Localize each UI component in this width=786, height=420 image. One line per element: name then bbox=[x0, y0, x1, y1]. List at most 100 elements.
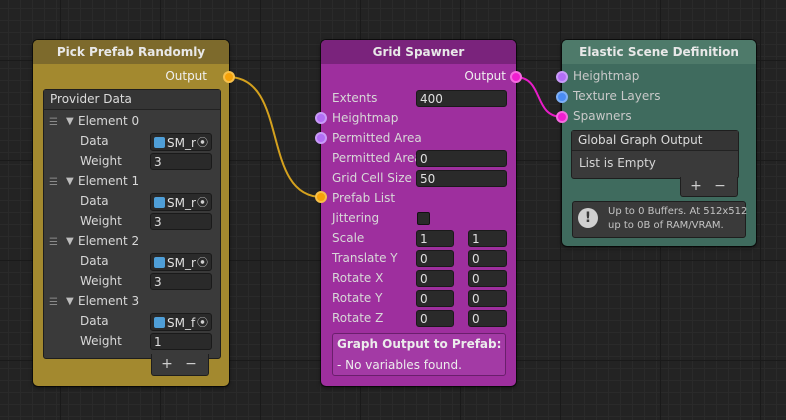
data-object-field[interactable]: SM_r ⦿ bbox=[150, 133, 212, 151]
permitted-area-field[interactable]: 0 bbox=[416, 150, 507, 167]
info-line-2: up to 0B of RAM/VRAM. bbox=[608, 220, 724, 231]
drag-handle-icon[interactable]: ☰ bbox=[49, 237, 58, 248]
translate-y-label: Translate Y bbox=[332, 251, 398, 265]
data-object-field[interactable]: SM_r ⦿ bbox=[150, 253, 212, 271]
list-item[interactable]: ☰ ▼ Element 3 Data SM_f ⦿ Weight 1 bbox=[44, 294, 218, 352]
list-item[interactable]: ☰ ▼ Element 1 Data SM_r ⦿ Weight 3 bbox=[44, 174, 218, 232]
output-label: Output bbox=[165, 69, 207, 83]
grid-cell-size-label: Grid Cell Size bbox=[332, 171, 412, 185]
element-name: Element 3 bbox=[78, 294, 140, 308]
drag-handle-icon[interactable]: ☰ bbox=[49, 117, 58, 128]
heightmap-input-port[interactable] bbox=[315, 112, 327, 124]
extents-field[interactable]: 400 bbox=[416, 90, 507, 107]
info-help-box: ! Up to 0 Buffers. At 512x512 up to 0B o… bbox=[572, 201, 748, 238]
data-label: Data bbox=[80, 314, 109, 328]
wire-pick-to-prefab-list bbox=[227, 76, 323, 198]
drag-handle-icon[interactable]: ☰ bbox=[49, 177, 58, 188]
spawners-input-port[interactable] bbox=[556, 111, 568, 123]
weight-field[interactable]: 1 bbox=[150, 333, 212, 350]
jittering-label: Jittering bbox=[332, 211, 380, 225]
rotate-x-max-field[interactable]: 0 bbox=[468, 270, 507, 287]
graph-output-title: Graph Output to Prefab: bbox=[337, 337, 502, 351]
element-name: Element 1 bbox=[78, 174, 140, 188]
prefab-icon bbox=[154, 197, 165, 208]
heightmap-port-label: Heightmap bbox=[573, 69, 640, 83]
weight-field[interactable]: 3 bbox=[150, 213, 212, 230]
scale-label: Scale bbox=[332, 231, 365, 245]
data-label: Data bbox=[80, 134, 109, 148]
jittering-checkbox[interactable] bbox=[417, 212, 430, 225]
weight-label: Weight bbox=[80, 274, 122, 288]
element-name: Element 2 bbox=[78, 234, 140, 248]
add-item-button[interactable]: + bbox=[690, 178, 702, 194]
target-picker-icon[interactable]: ⦿ bbox=[197, 196, 208, 209]
triangle-down-icon[interactable]: ▼ bbox=[66, 116, 74, 127]
node-title[interactable]: Pick Prefab Randomly bbox=[33, 40, 229, 64]
element-name: Element 0 bbox=[78, 114, 140, 128]
drag-handle-icon[interactable]: ☰ bbox=[49, 297, 58, 308]
data-label: Data bbox=[80, 254, 109, 268]
translate-y-max-field[interactable]: 0 bbox=[468, 250, 507, 267]
list-footer: + − bbox=[680, 177, 738, 197]
rotate-z-max-field[interactable]: 0 bbox=[468, 310, 507, 327]
permitted-area-port-label: Permitted Area bbox=[332, 131, 422, 145]
list-footer: + − bbox=[151, 354, 209, 376]
provider-data-label: Provider Data bbox=[50, 92, 132, 106]
prefab-list-label: Prefab List bbox=[332, 191, 396, 205]
scale-y-field[interactable]: 1 bbox=[468, 230, 507, 247]
texture-layers-port-label: Texture Layers bbox=[573, 89, 661, 103]
grid-cell-size-field[interactable]: 50 bbox=[416, 170, 507, 187]
rotate-z-label: Rotate Z bbox=[332, 311, 384, 325]
data-label: Data bbox=[80, 194, 109, 208]
remove-item-button[interactable]: − bbox=[714, 178, 726, 194]
global-graph-output-header: Global Graph Output bbox=[572, 131, 738, 151]
permitted-area-input-port[interactable] bbox=[315, 132, 327, 144]
prefab-icon bbox=[154, 257, 165, 268]
triangle-down-icon[interactable]: ▼ bbox=[66, 176, 74, 187]
elastic-scene-definition-node[interactable]: Elastic Scene Definition Heightmap Textu… bbox=[556, 40, 756, 246]
scale-x-field[interactable]: 1 bbox=[416, 230, 454, 247]
graph-output-box: Graph Output to Prefab: - No variables f… bbox=[332, 333, 506, 376]
node-title[interactable]: Grid Spawner bbox=[321, 40, 516, 64]
list-item[interactable]: ☰ ▼ Element 0 Data SM_r ⦿ Weight 3 bbox=[44, 114, 218, 172]
output-label: Output bbox=[464, 69, 506, 83]
heightmap-input-port[interactable] bbox=[556, 71, 568, 83]
info-line-1: Up to 0 Buffers. At 512x512 bbox=[608, 206, 748, 217]
heightmap-port-label: Heightmap bbox=[332, 111, 399, 125]
rotate-z-min-field[interactable]: 0 bbox=[416, 310, 454, 327]
global-graph-output-label: Global Graph Output bbox=[578, 133, 703, 147]
prefab-list-input-port[interactable] bbox=[315, 191, 327, 203]
add-element-button[interactable]: + bbox=[161, 356, 173, 372]
node-title[interactable]: Elastic Scene Definition bbox=[562, 40, 756, 64]
pick-prefab-randomly-node[interactable]: Pick Prefab Randomly Output Provider Dat… bbox=[33, 40, 235, 386]
data-object-field[interactable]: SM_r ⦿ bbox=[150, 193, 212, 211]
spawners-port-label: Spawners bbox=[573, 109, 632, 123]
triangle-down-icon[interactable]: ▼ bbox=[66, 236, 74, 247]
global-graph-output-list: Global Graph Output List is Empty bbox=[571, 130, 739, 179]
provider-data-header: Provider Data bbox=[44, 90, 220, 110]
target-picker-icon[interactable]: ⦿ bbox=[197, 136, 208, 149]
triangle-down-icon[interactable]: ▼ bbox=[66, 296, 74, 307]
weight-label: Weight bbox=[80, 154, 122, 168]
remove-element-button[interactable]: − bbox=[185, 356, 197, 372]
weight-field[interactable]: 3 bbox=[150, 273, 212, 290]
output-port[interactable] bbox=[510, 71, 522, 83]
graph-output-message: - No variables found. bbox=[337, 358, 462, 372]
data-object-field[interactable]: SM_f ⦿ bbox=[150, 313, 212, 331]
rotate-x-min-field[interactable]: 0 bbox=[416, 270, 454, 287]
provider-data-list: Provider Data ☰ ▼ Element 0 Data SM_r ⦿ … bbox=[43, 89, 221, 359]
weight-label: Weight bbox=[80, 214, 122, 228]
texture-layers-input-port[interactable] bbox=[556, 91, 568, 103]
permitted-area-label: Permitted Area bbox=[332, 151, 422, 165]
target-picker-icon[interactable]: ⦿ bbox=[197, 316, 208, 329]
output-port[interactable] bbox=[223, 71, 235, 83]
weight-field[interactable]: 3 bbox=[150, 153, 212, 170]
target-picker-icon[interactable]: ⦿ bbox=[197, 256, 208, 269]
rotate-y-min-field[interactable]: 0 bbox=[416, 290, 454, 307]
rotate-y-max-field[interactable]: 0 bbox=[468, 290, 507, 307]
translate-y-min-field[interactable]: 0 bbox=[416, 250, 454, 267]
grid-spawner-node[interactable]: Grid Spawner Output Extents 400 Heightma… bbox=[315, 40, 522, 386]
list-item[interactable]: ☰ ▼ Element 2 Data SM_r ⦿ Weight 3 bbox=[44, 234, 218, 292]
rotate-y-label: Rotate Y bbox=[332, 291, 383, 305]
prefab-icon bbox=[154, 137, 165, 148]
